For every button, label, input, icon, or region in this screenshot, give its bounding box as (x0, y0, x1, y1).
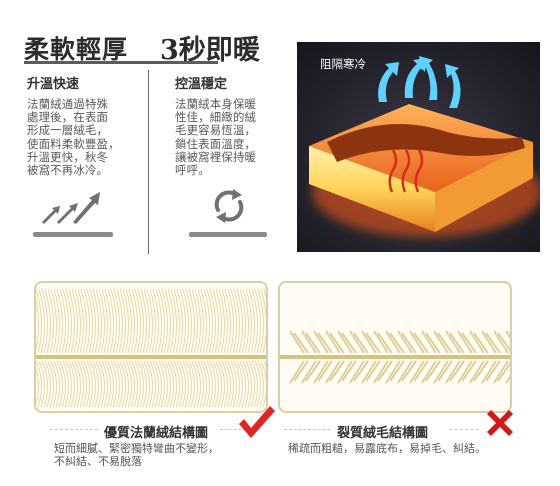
underbar-right (189, 232, 267, 237)
title-main: 柔軟輕厚 (24, 35, 129, 64)
underbar-left (33, 232, 113, 237)
bad-label-dash-right (449, 429, 479, 430)
cycle-arrows-icon (214, 189, 244, 223)
bad-structure-desc: 稀疏而粗糙，易露底布，易掉毛、糾結。 (288, 442, 486, 455)
good-label-dash-right (220, 429, 246, 430)
bad-label-dash-left (284, 429, 330, 430)
good-structure-desc: 短而細膩、緊密獨特彎曲不變形， 不糾結、不易脫落 (54, 442, 219, 468)
cross-mark-icon (487, 410, 513, 436)
col-control-title: 控溫穩定 (175, 77, 228, 92)
bad-structure-panel (278, 281, 512, 413)
good-label-dash-left (50, 429, 98, 430)
good-structure-panel (34, 281, 268, 413)
column-divider (148, 70, 149, 254)
title-underline (24, 61, 218, 64)
illustration-caption: 阻隔寒冷 (320, 57, 366, 71)
heat-blanket-illustration (297, 42, 540, 252)
check-mark-icon (239, 406, 275, 438)
bad-fiber-diagram (280, 330, 510, 384)
rising-arrows-icon (42, 192, 100, 224)
col-warmup-text: 法蘭絨通過特殊處理後，在表面形成一層絨毛， 使面料柔軟豐盈，升溫更快，秋冬被窩不… (27, 97, 120, 178)
bad-structure-label: 裂質絨毛結構圖 (334, 422, 432, 441)
good-structure-label: 優質法蘭絨結構圖 (101, 422, 212, 441)
good-fiber-diagram (36, 288, 266, 408)
col-control-text: 法蘭絨本身保暖性佳，細緻的絨毛更容易恆溫， 鎖住表面溫度，讓被窩裡保持暖呼呼。 (175, 97, 257, 178)
col-warmup-title: 升溫快速 (27, 77, 80, 92)
title-accent: 3秒即暖 (160, 35, 260, 66)
